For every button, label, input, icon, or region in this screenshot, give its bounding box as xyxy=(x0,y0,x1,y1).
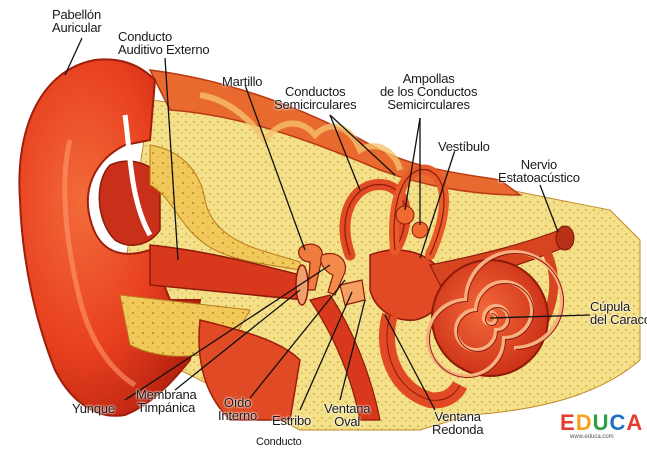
label-ventana-oval: Ventana Oval xyxy=(324,402,370,428)
logo-letter: D xyxy=(576,410,593,436)
label-vestibulo: Vestíbulo xyxy=(438,140,490,153)
label-estribo: Estribo xyxy=(272,414,311,427)
label-cupula-del-caracol: Cúpula del Caracol xyxy=(590,300,647,326)
logo-letter: U xyxy=(593,410,610,436)
logo-letter: E xyxy=(560,410,576,436)
logo-tagline: www.educa.com xyxy=(570,434,614,440)
label-conducto-auditivo-externo: Conducto Auditivo Externo xyxy=(118,30,209,56)
label-ampollas: Ampollas de los Conductos Semicirculares xyxy=(380,72,477,111)
label-martillo: Martillo xyxy=(222,75,262,88)
educa-logo: EDUCA xyxy=(560,410,643,436)
label-ventana-redonda: Ventana Redonda xyxy=(432,410,483,436)
label-yunque: Yunque xyxy=(72,402,115,415)
label-pabellon-auricular: Pabellón Auricular xyxy=(52,8,102,34)
label-nervio-estatoacustico: Nervio Estatoacústico xyxy=(498,158,580,184)
label-conductos-semicirculares: Conductos Semicirculares xyxy=(274,85,356,111)
label-membrana-timpanica: Membrana Timpánica xyxy=(136,388,197,414)
nerve-end xyxy=(556,226,574,250)
label-oido-interno: Oído Interno xyxy=(218,396,257,422)
logo-letter: A xyxy=(626,410,643,436)
stapes xyxy=(340,280,365,305)
tympanic-membrane xyxy=(296,265,308,305)
logo-letter: C xyxy=(609,410,626,436)
label-conducto-bottom: Conducto xyxy=(256,436,302,449)
